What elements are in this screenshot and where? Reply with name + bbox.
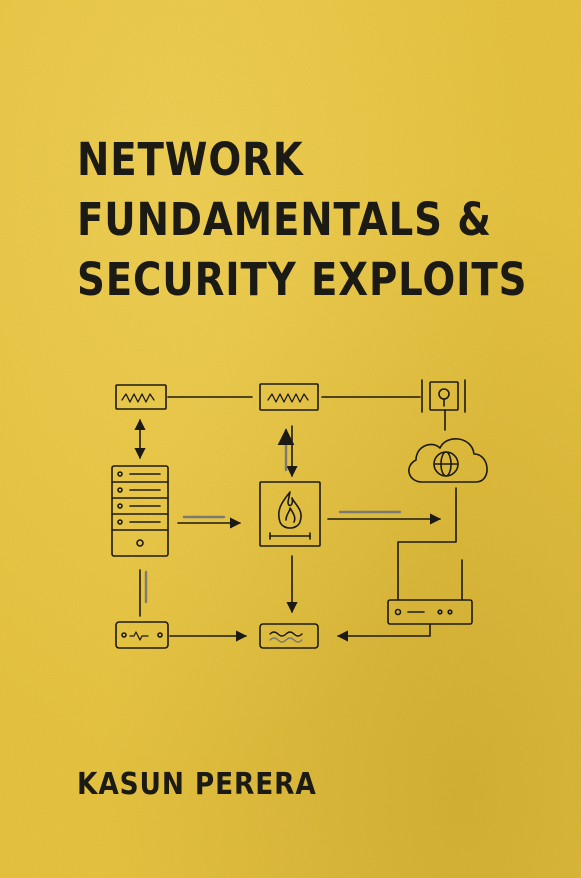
title-line-1: NETWORK <box>77 133 304 186</box>
switch-icon <box>259 623 319 649</box>
book-title: NETWORK FUNDAMENTALS & SECURITY EXPLOITS <box>77 130 527 310</box>
title-line-2: FUNDAMENTALS & <box>77 193 492 246</box>
modem-icon <box>115 384 167 410</box>
server-rack-icon <box>111 465 169 557</box>
title-line-3: SECURITY EXPLOITS <box>77 253 528 306</box>
switch-icon <box>115 621 169 649</box>
camera-icon <box>421 379 466 413</box>
router-icon <box>387 559 473 625</box>
firewall-icon <box>259 481 321 547</box>
network-diagram <box>111 379 488 649</box>
cloud-globe-icon <box>408 438 488 483</box>
book-author: KASUN PERERA <box>77 767 317 802</box>
modem-icon <box>259 383 319 411</box>
connection-lines <box>134 396 457 642</box>
